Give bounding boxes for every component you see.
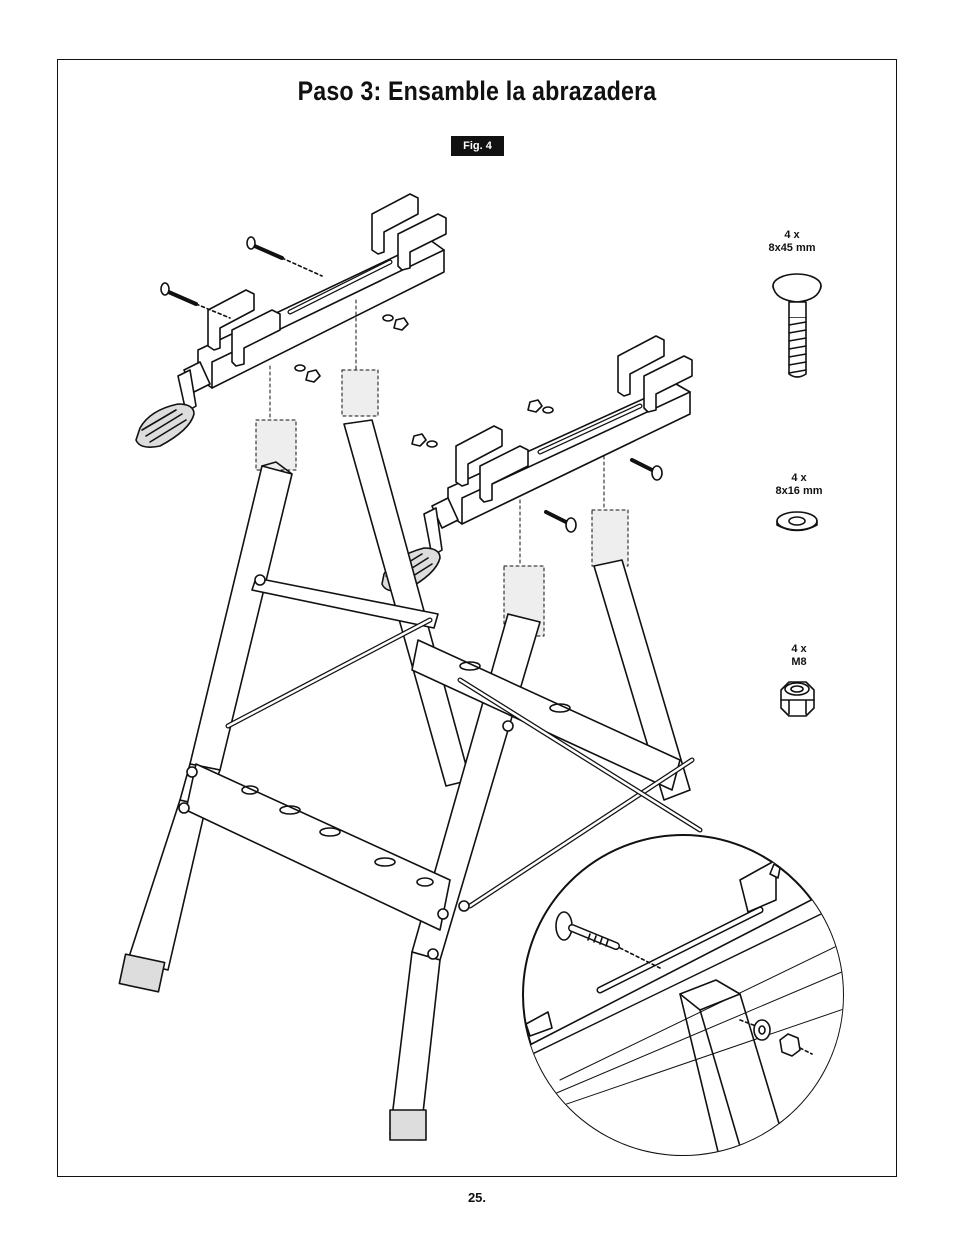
lock-nut-icon: [780, 681, 815, 717]
hardware-washer-spec: 8x16 mm: [775, 485, 823, 497]
washer-icon: [776, 511, 818, 532]
detail-inset: [522, 834, 844, 1156]
hardware-nut-quantity: 4 x: [791, 643, 807, 655]
hardware-nut-spec: M8: [791, 656, 807, 668]
stand-frame: [118, 419, 703, 1141]
page-frame: [57, 59, 897, 1177]
hardware-bolt-spec: 8x45 mm: [768, 242, 816, 254]
hardware-washer-label: 4 x 8x16 mm: [759, 472, 839, 498]
hardware-bolt-label: 4 x 8x45 mm: [752, 229, 832, 255]
hardware-nut-label: 4 x M8: [759, 643, 839, 669]
carriage-bolt-icon: [772, 273, 822, 378]
figure-label: Fig. 4: [451, 136, 504, 156]
page-title: Paso 3: Ensamble la abrazadera: [297, 76, 657, 106]
page-number: 25.: [467, 1190, 487, 1205]
hardware-washer-quantity: 4 x: [791, 472, 807, 484]
left-clamp-rail: [135, 193, 447, 448]
right-clamp-rail: [381, 335, 693, 592]
hardware-bolt-quantity: 4 x: [784, 229, 800, 241]
